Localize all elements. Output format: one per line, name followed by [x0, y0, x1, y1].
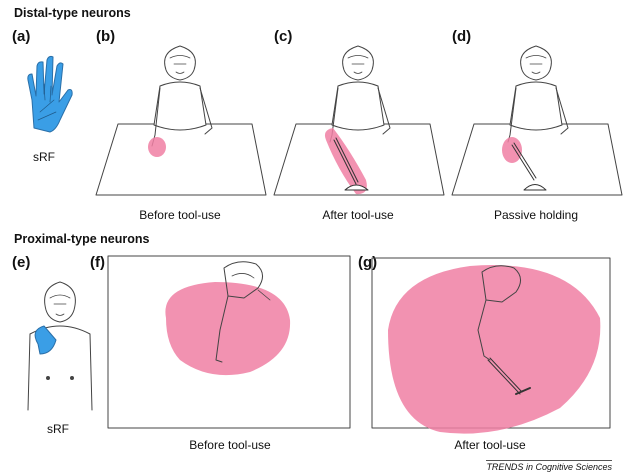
- caption-g: After tool-use: [410, 438, 570, 452]
- frame-f: [108, 256, 350, 428]
- hand-srf-drawing: [28, 56, 72, 132]
- caption-b: Before tool-use: [100, 208, 260, 222]
- caption-d: Passive holding: [456, 208, 616, 222]
- monkey-table-b: [96, 46, 266, 195]
- caption-e: sRF: [38, 422, 78, 436]
- monkey-shoulder-srf: [28, 282, 92, 410]
- source-credit: TRENDS in Cognitive Sciences: [486, 460, 612, 472]
- caption-a: sRF: [24, 150, 64, 164]
- monkey-table-d: [452, 46, 622, 195]
- monkey-table-c: [274, 46, 444, 195]
- caption-f: Before tool-use: [150, 438, 310, 452]
- frame-g: [372, 258, 610, 434]
- caption-c: After tool-use: [278, 208, 438, 222]
